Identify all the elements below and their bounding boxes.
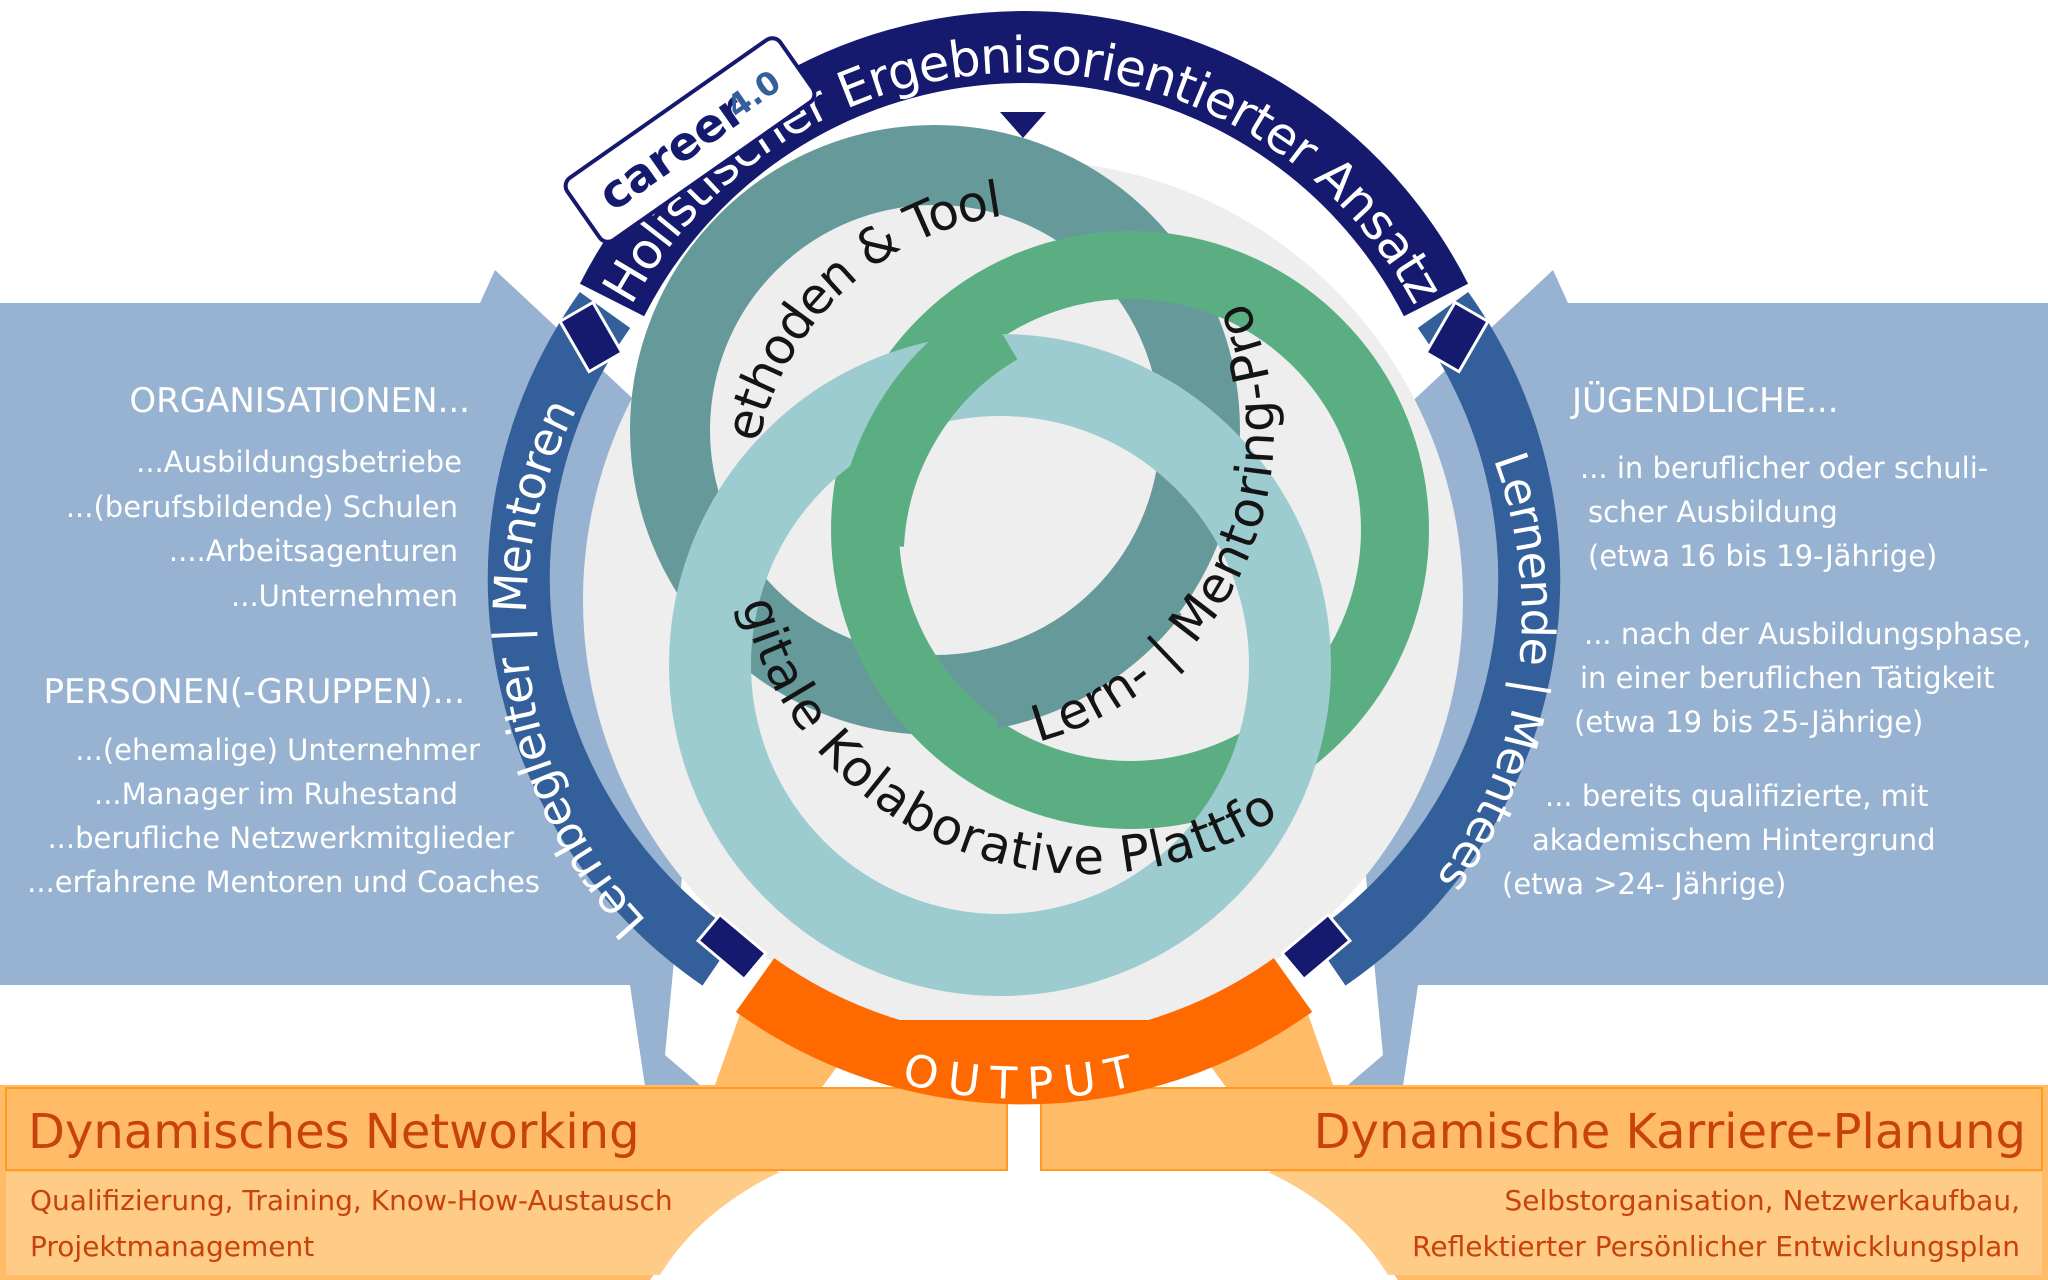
- connector-bracket: [695, 912, 769, 982]
- processes-ring-weave: [836, 300, 1018, 548]
- output-right-line: Reflektierter Persönlicher Entwicklungsp…: [1412, 1230, 2020, 1263]
- organizations-heading: ORGANISATIONEN...: [129, 381, 470, 421]
- person-item: ...(ehemalige) Unternehmer: [75, 733, 480, 767]
- output-left-title-box: [5, 1087, 1008, 1171]
- person-item: ...erfahrene Mentoren und Coaches: [27, 865, 540, 899]
- organization-item: ...Ausbildungsbetriebe: [136, 445, 462, 479]
- person-item: ...Manager im Ruhestand: [94, 777, 458, 811]
- output-left-sub-box: [6, 1172, 780, 1275]
- connector-bracket: [1423, 300, 1491, 374]
- output-right-line: Selbstorganisation, Netzwerkaufbau,: [1505, 1184, 2020, 1217]
- methods-ring-weave: [981, 565, 1182, 729]
- brand-tag-box: [563, 36, 817, 244]
- organization-item: ....Arbeitsagenturen: [169, 534, 458, 568]
- youth-line: ... bereits qualifizierte, mit: [1545, 779, 1928, 813]
- output-right-title-box: [1040, 1087, 2043, 1171]
- top-notch: [1000, 112, 1046, 138]
- rings: [630, 125, 1429, 996]
- output-section: Dynamisches Networking Qualifizierung, T…: [0, 1000, 2048, 1280]
- youth-line: in einer beruflichen Tätigkeit: [1580, 661, 1995, 695]
- brand-tag: career 4.0: [563, 36, 817, 244]
- connector-bracket: [1279, 912, 1353, 982]
- organization-item: ...(berufsbildende) Schulen: [66, 490, 458, 524]
- right-band: [1310, 291, 1561, 986]
- output-left-title: Dynamisches Networking: [28, 1104, 640, 1160]
- youth-line: ... nach der Ausbildungsphase,: [1584, 617, 2031, 651]
- output-tab: [870, 1020, 1180, 1078]
- output-left-line: Qualifizierung, Training, Know-How-Austa…: [30, 1184, 673, 1217]
- organization-item: ...Unternehmen: [231, 579, 458, 613]
- youth-line: (etwa 19 bis 25-Jährige): [1574, 705, 1923, 739]
- output-left-line: Projektmanagement: [30, 1230, 314, 1263]
- youth-line: akademischem Hintergrund: [1532, 823, 1936, 857]
- youth-line: ... in beruflicher oder schuli-: [1580, 451, 1988, 485]
- person-item: ...berufliche Netzwerkmitglieder: [47, 821, 514, 855]
- youth-heading: JÜGENDLICHE...: [1570, 380, 1839, 421]
- persons-heading: PERSONEN(-GRUPPEN)...: [43, 672, 465, 712]
- output-right-title: Dynamische Karriere-Planung: [1314, 1104, 2026, 1160]
- youth-line: (etwa 16 bis 19-Jährige): [1588, 539, 1937, 573]
- connector-bracket: [557, 300, 625, 374]
- youth-line: (etwa >24- Jährige): [1502, 867, 1786, 901]
- youth-line: scher Ausbildung: [1588, 495, 1838, 529]
- connectors: [557, 300, 1491, 982]
- left-band: [487, 291, 738, 986]
- platform-ring: [669, 334, 1331, 996]
- output-right-sub-box: [1268, 1172, 2042, 1275]
